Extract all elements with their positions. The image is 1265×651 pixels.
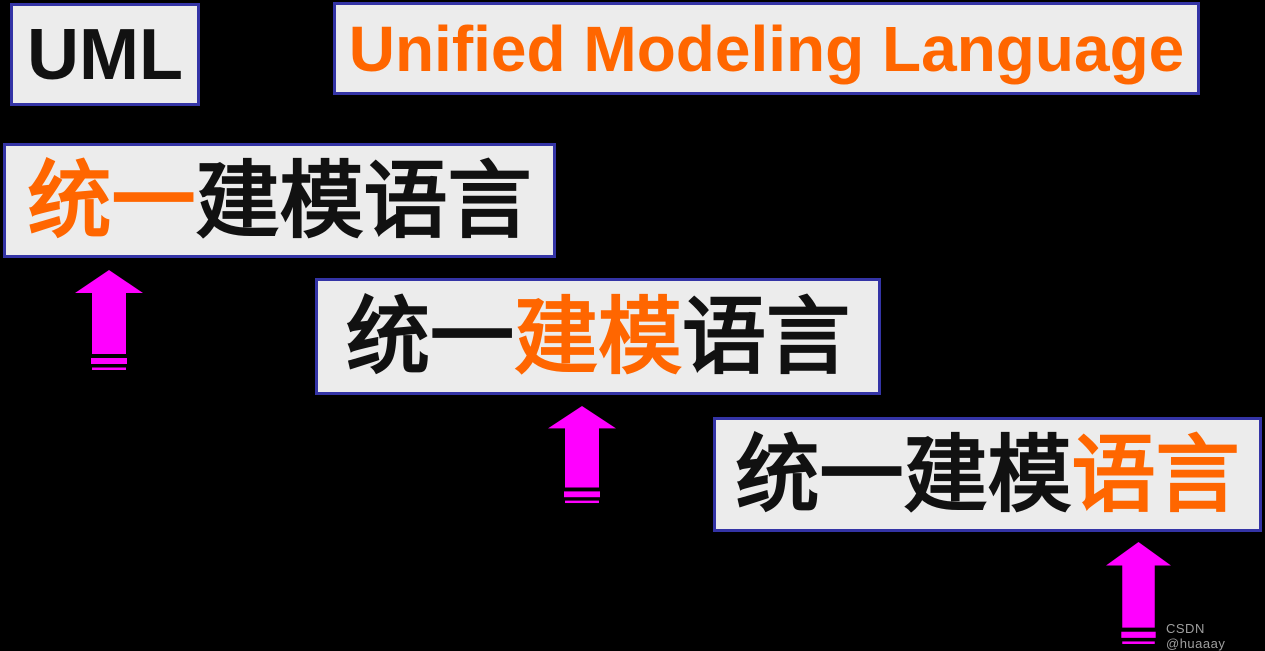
- chinese-box-2-plain-segment: 语言: [682, 289, 851, 384]
- chinese-box-3-highlight-segment: 语言: [1071, 427, 1240, 522]
- english-title-box: Unified Modeling Language: [333, 2, 1200, 95]
- uml-box: UML: [10, 3, 200, 106]
- chinese-box-3: 统一建模语言: [713, 417, 1262, 532]
- chinese-box-3-plain-segment: 统一建模: [735, 427, 1072, 522]
- up-arrow-icon: [548, 406, 616, 504]
- chinese-box-1-highlight-segment: 统一: [27, 153, 196, 248]
- chinese-box-2: 统一建模语言: [315, 278, 881, 395]
- chinese-box-1: 统一建模语言: [3, 143, 556, 258]
- watermark: CSDN @huaaay: [1166, 621, 1226, 651]
- chinese-box-1-plain-segment: 建模语言: [195, 153, 532, 248]
- up-arrow-icon: [1106, 542, 1171, 644]
- up-arrow-icon: [75, 270, 143, 370]
- chinese-box-2-plain-segment: 统一: [345, 289, 514, 384]
- uml-label: UML: [27, 14, 183, 95]
- chinese-box-2-highlight-segment: 建模: [513, 289, 682, 384]
- english-title-label: Unified Modeling Language: [348, 12, 1185, 85]
